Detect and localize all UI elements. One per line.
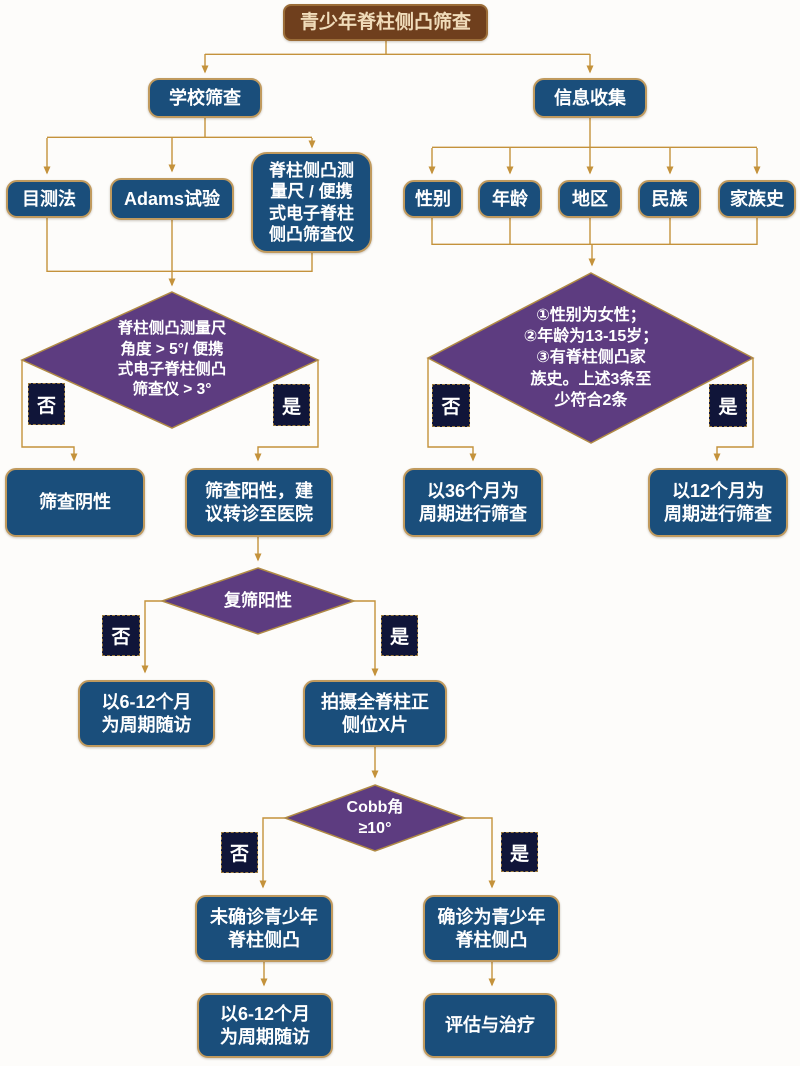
decision-diamond-rescreen — [159, 567, 357, 635]
node-ethnicity: 民族 — [638, 180, 701, 218]
node-info-collection: 信息收集 — [533, 78, 647, 118]
edge-risk-yes — [713, 358, 754, 462]
tag-no-risk: 否 — [432, 384, 470, 427]
node-gender: 性别 — [403, 180, 463, 218]
node-followup-6-12-a: 以6-12个月 为周期随访 — [78, 680, 215, 747]
decision-diamonds — [20, 272, 755, 852]
decision-diamond-risk — [426, 272, 755, 444]
node-treatment: 评估与治疗 — [423, 993, 557, 1058]
edge-rescreen-no — [141, 600, 162, 674]
node-scoliometer-device: 脊柱侧凸测 量尺 / 便携 式电子脊柱 侧凸筛查仪 — [251, 152, 372, 253]
edge-rescreen-yes — [354, 600, 379, 677]
edge-cobb-no — [259, 817, 285, 889]
tag-yes-risk: 是 — [709, 384, 747, 427]
connector-lines — [21, 40, 761, 987]
node-root-title: 青少年脊柱侧凸筛查 — [283, 4, 488, 41]
node-diagnosed: 确诊为青少年 脊柱侧凸 — [423, 895, 560, 962]
edge-angle-yes — [254, 360, 319, 462]
edge-risk-no — [427, 358, 477, 462]
node-age: 年龄 — [478, 180, 542, 218]
node-not-diagnosed: 未确诊青少年 脊柱侧凸 — [195, 895, 333, 962]
node-cycle-36-months: 以36个月为 周期进行筛查 — [403, 468, 543, 537]
node-screen-negative: 筛查阴性 — [5, 468, 145, 537]
tag-no-rescreen: 否 — [102, 615, 140, 656]
tag-no-angle: 否 — [28, 383, 65, 425]
node-cycle-12-months: 以12个月为 周期进行筛查 — [648, 468, 788, 537]
tag-yes-angle: 是 — [273, 384, 310, 426]
node-xray: 拍摄全脊柱正 侧位X片 — [303, 680, 447, 747]
node-school-screening: 学校筛查 — [148, 78, 262, 118]
node-region: 地区 — [558, 180, 622, 218]
node-adams-test: Adams试验 — [110, 178, 234, 220]
connector-trunks — [46, 40, 758, 272]
node-followup-6-12-b: 以6-12个月 为周期随访 — [197, 993, 333, 1058]
tag-yes-rescreen: 是 — [381, 615, 418, 656]
tag-no-cobb: 否 — [221, 832, 258, 873]
decision-diamond-cobb — [282, 784, 468, 852]
node-screen-positive: 筛查阳性，建 议转诊至医院 — [185, 468, 333, 537]
decision-diamond-angle — [20, 291, 320, 429]
edge-angle-no — [21, 360, 78, 462]
tag-yes-cobb: 是 — [501, 832, 538, 872]
edge-cobb-yes — [465, 817, 496, 889]
node-family-history: 家族史 — [718, 180, 796, 218]
node-visual-method: 目测法 — [6, 180, 92, 218]
